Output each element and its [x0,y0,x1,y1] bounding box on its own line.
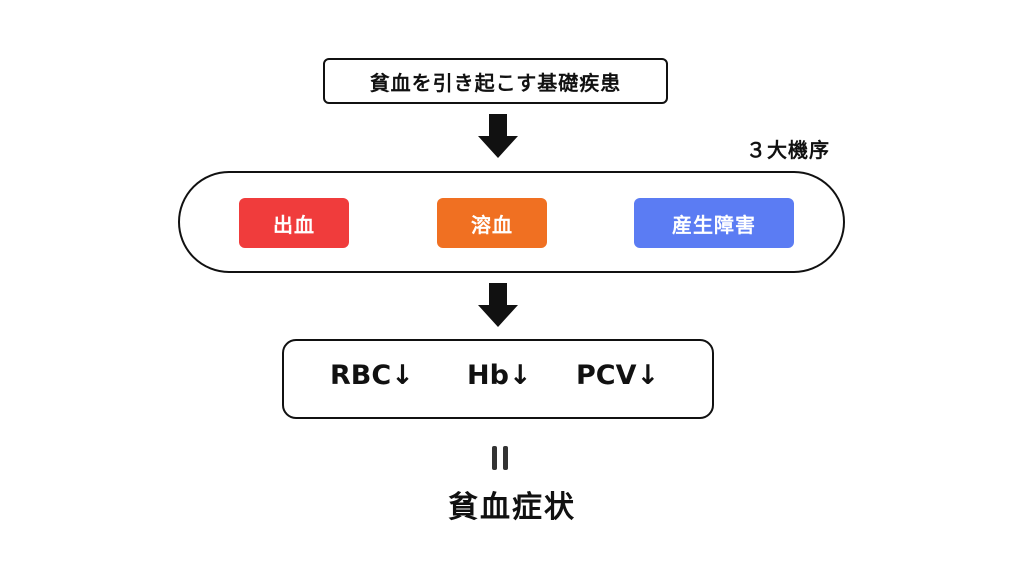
lab-value-hb: Hb↓ [467,360,532,391]
mechanism-production-disorder: 産生障害 [634,198,794,248]
mechanism-hemolysis: 溶血 [437,198,547,248]
lab-value-pcv: PCV↓ [576,360,660,391]
mechanism-bleeding: 出血 [239,198,349,248]
lab-values-box [282,339,714,419]
equals-icon [492,446,508,470]
underlying-disease-label: 貧血を引き起こす基礎疾患 [369,70,622,95]
lab-value-rbc: RBC↓ [330,360,414,391]
mechanism-production-disorder-label: 産生障害 [672,212,756,237]
mechanisms-label: ３大機序 [746,138,830,162]
down-arrow-icon [478,283,518,327]
mechanism-bleeding-label: 出血 [273,212,315,237]
underlying-disease-box: 貧血を引き起こす基礎疾患 [323,58,668,104]
mechanism-hemolysis-label: 溶血 [471,212,513,237]
down-arrow-icon [478,114,518,158]
anemia-symptoms: 貧血症状 [448,490,576,525]
